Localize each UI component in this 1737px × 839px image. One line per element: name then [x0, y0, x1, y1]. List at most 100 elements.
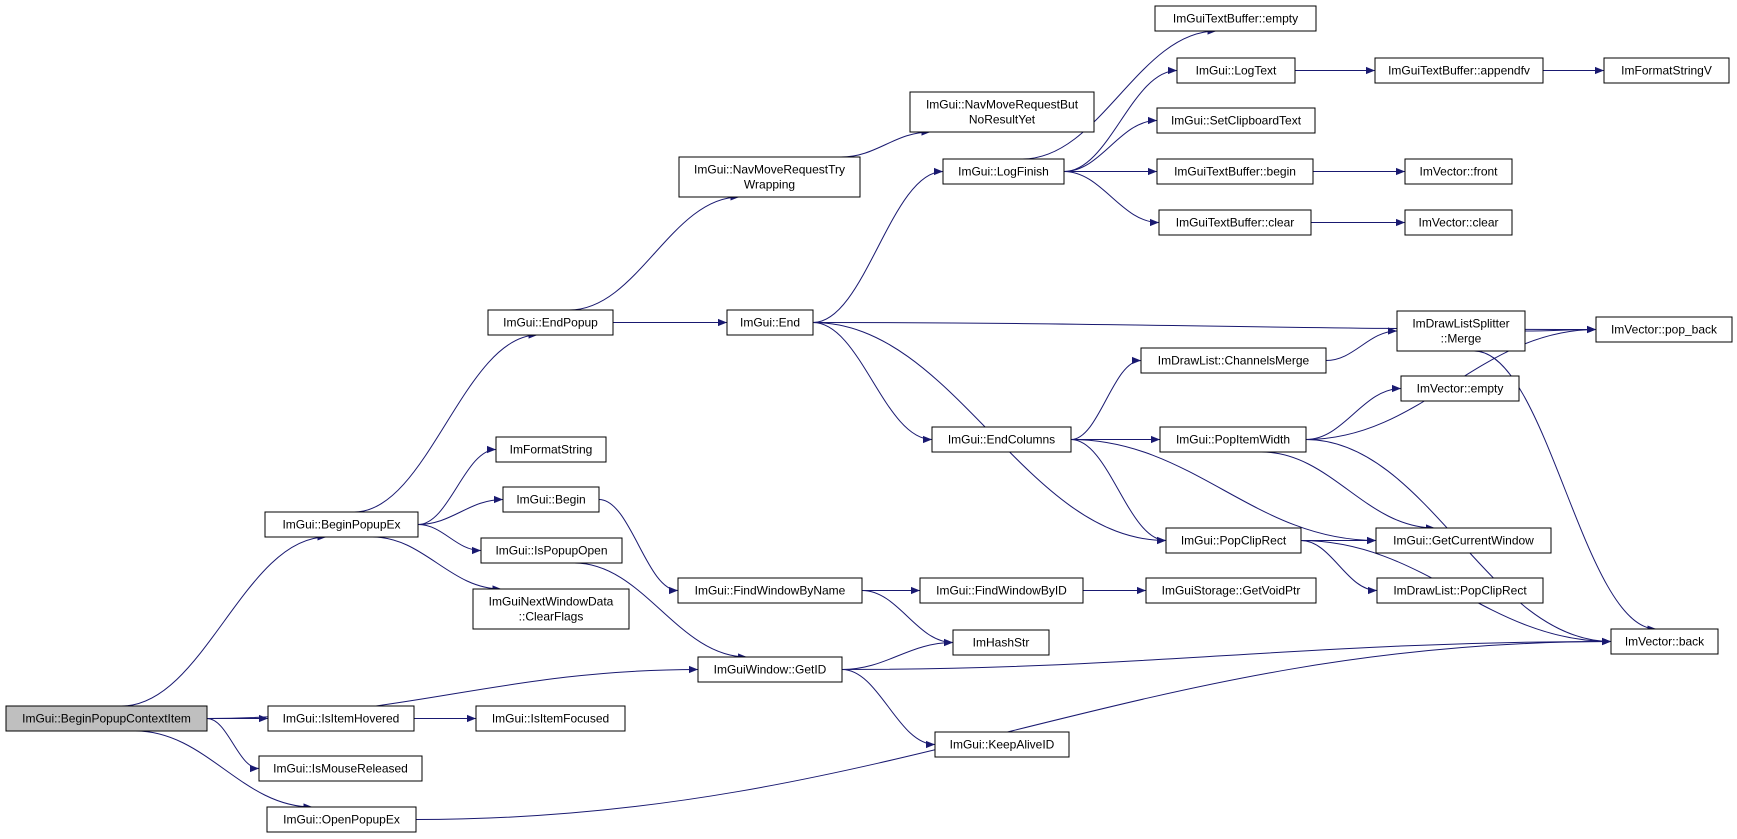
node-layer: ImGui::BeginPopupContextItem ImGui::Begin… [5, 5, 1733, 833]
node-label: Wrapping [744, 178, 795, 192]
node-label: NoResultYet [969, 113, 1036, 127]
node-box [1145, 577, 1317, 604]
node-is-popup-open[interactable]: ImGui::IsPopupOpen [480, 537, 623, 564]
node-label: ImFormatString [510, 443, 593, 457]
node-drawlist-pop-clip-rect[interactable]: ImDrawList::PopClipRect [1376, 577, 1544, 604]
node-begin-popup-context-item[interactable]: ImGui::BeginPopupContextItem [5, 705, 208, 732]
node-label: ImGui::FindWindowByName [695, 584, 846, 598]
node-label: ::ClearFlags [519, 610, 584, 624]
node-box [502, 486, 600, 513]
node-im-hash-str[interactable]: ImHashStr [952, 629, 1050, 656]
node-is-item-focused[interactable]: ImGui::IsItemFocused [475, 705, 626, 732]
node-box [1595, 316, 1733, 343]
node-find-window-by-name[interactable]: ImGui::FindWindowByName [677, 577, 863, 604]
node-begin[interactable]: ImGui::Begin [502, 486, 600, 513]
node-next-window-clear[interactable]: ImGuiNextWindowData::ClearFlags [472, 588, 630, 630]
node-box [258, 755, 423, 782]
node-keep-alive-id[interactable]: ImGui::KeepAliveID [934, 731, 1070, 758]
node-label: ImGuiTextBuffer::empty [1173, 12, 1298, 26]
node-find-window-by-id[interactable]: ImGui::FindWindowByID [919, 577, 1084, 604]
edge-begin-popup-ex-to-next-window-clear [372, 536, 502, 593]
node-box [1140, 347, 1327, 374]
node-label: ImFormatStringV [1621, 64, 1712, 78]
node-box [1159, 426, 1307, 453]
node-window-get-id[interactable]: ImGuiWindow::GetID [697, 656, 843, 683]
node-label: ImGui::PopClipRect [1181, 534, 1287, 548]
node-log-finish[interactable]: ImGui::LogFinish [942, 158, 1065, 185]
node-is-item-hovered[interactable]: ImGui::IsItemHovered [267, 705, 415, 732]
node-box [480, 537, 623, 564]
node-vector-front[interactable]: ImVector::front [1404, 158, 1513, 185]
node-is-mouse-released[interactable]: ImGui::IsMouseReleased [258, 755, 423, 782]
node-label: ImGui::BeginPopupContextItem [22, 712, 191, 726]
node-end-popup[interactable]: ImGui::EndPopup [487, 309, 614, 336]
edge-splitter-merge-to-vector-back [1474, 350, 1657, 633]
node-label: ImVector::front [1419, 165, 1498, 179]
edge-begin-popup-context-item-to-begin-popup-ex [121, 533, 327, 707]
node-im-format-string[interactable]: ImFormatString [495, 436, 607, 463]
node-vector-clear[interactable]: ImVector::clear [1404, 209, 1513, 236]
node-storage-get-void-ptr[interactable]: ImGuiStorage::GetVoidPtr [1145, 577, 1317, 604]
edge-end-popup-to-nav-move-try-wrapping [569, 193, 740, 311]
node-text-buffer-appendfv[interactable]: ImGuiTextBuffer::appendfv [1374, 57, 1544, 84]
edge-begin-popup-ex-to-im-format-string [417, 445, 497, 525]
node-label: ImGuiTextBuffer::clear [1176, 216, 1295, 230]
node-vector-back[interactable]: ImVector::back [1610, 628, 1719, 655]
node-box [1610, 628, 1719, 655]
node-end[interactable]: ImGui::End [726, 309, 814, 336]
edge-begin-to-find-window-by-name [598, 499, 679, 595]
edge-begin-popup-ex-to-end-popup [354, 331, 538, 513]
node-label: ImDrawList::ChannelsMerge [1158, 354, 1310, 368]
node-set-clipboard-text[interactable]: ImGui::SetClipboardText [1156, 107, 1316, 134]
node-label: ImGui::IsItemFocused [492, 712, 609, 726]
node-label: ImVector::back [1625, 635, 1705, 649]
node-box [1156, 158, 1314, 185]
edge-begin-popup-context-item-to-open-popup-ex [135, 730, 313, 811]
node-vector-pop-back[interactable]: ImVector::pop_back [1595, 316, 1733, 343]
node-text-buffer-empty[interactable]: ImGuiTextBuffer::empty [1154, 5, 1317, 32]
edge-channels-merge-to-splitter-merge [1325, 327, 1398, 361]
edge-end-columns-to-channels-merge [1070, 356, 1142, 440]
node-box [1176, 57, 1296, 84]
node-box [495, 436, 607, 463]
node-get-current-window[interactable]: ImGui::GetCurrentWindow [1375, 527, 1552, 554]
node-label: ImGui::NavMoveRequestTry [694, 163, 845, 177]
node-box [726, 309, 814, 336]
node-label: ImGui::SetClipboardText [1171, 114, 1302, 128]
node-channels-merge[interactable]: ImDrawList::ChannelsMerge [1140, 347, 1327, 374]
node-box [697, 656, 843, 683]
node-vector-empty[interactable]: ImVector::empty [1400, 375, 1520, 402]
edge-pop-clip-rect-to-drawlist-pop-clip-rect [1300, 540, 1378, 595]
node-box [1376, 577, 1544, 604]
node-box [472, 588, 630, 630]
node-begin-popup-ex[interactable]: ImGui::BeginPopupEx [264, 511, 419, 538]
node-im-format-string-v[interactable]: ImFormatStringV [1603, 57, 1730, 84]
node-label: ImGui::NavMoveRequestBut [926, 98, 1079, 112]
node-label: ImGui::OpenPopupEx [283, 813, 400, 827]
node-box [1603, 57, 1730, 84]
node-open-popup-ex[interactable]: ImGui::OpenPopupEx [266, 806, 417, 833]
edge-nav-move-try-wrapping-to-nav-move-but-no-result [841, 128, 931, 158]
node-box [678, 156, 861, 198]
edge-pop-item-width-to-vector-empty [1305, 384, 1402, 440]
node-label: ImGui::FindWindowByID [936, 584, 1067, 598]
node-box [1156, 107, 1316, 134]
node-splitter-merge[interactable]: ImDrawListSplitter::Merge [1396, 310, 1526, 352]
node-box [1400, 375, 1520, 402]
node-box [677, 577, 863, 604]
node-box [1165, 527, 1302, 554]
node-text-buffer-clear[interactable]: ImGuiTextBuffer::clear [1158, 209, 1312, 236]
node-box [919, 577, 1084, 604]
node-text-buffer-begin[interactable]: ImGuiTextBuffer::begin [1156, 158, 1314, 185]
node-label: ImGuiStorage::GetVoidPtr [1162, 584, 1301, 598]
node-box [1154, 5, 1317, 32]
node-log-text[interactable]: ImGui::LogText [1176, 57, 1296, 84]
node-box [5, 705, 208, 732]
node-label: ImGui::GetCurrentWindow [1393, 534, 1534, 548]
node-pop-item-width[interactable]: ImGui::PopItemWidth [1159, 426, 1307, 453]
node-label: ImDrawListSplitter [1412, 317, 1509, 331]
node-pop-clip-rect[interactable]: ImGui::PopClipRect [1165, 527, 1302, 554]
node-end-columns[interactable]: ImGui::EndColumns [931, 426, 1072, 453]
